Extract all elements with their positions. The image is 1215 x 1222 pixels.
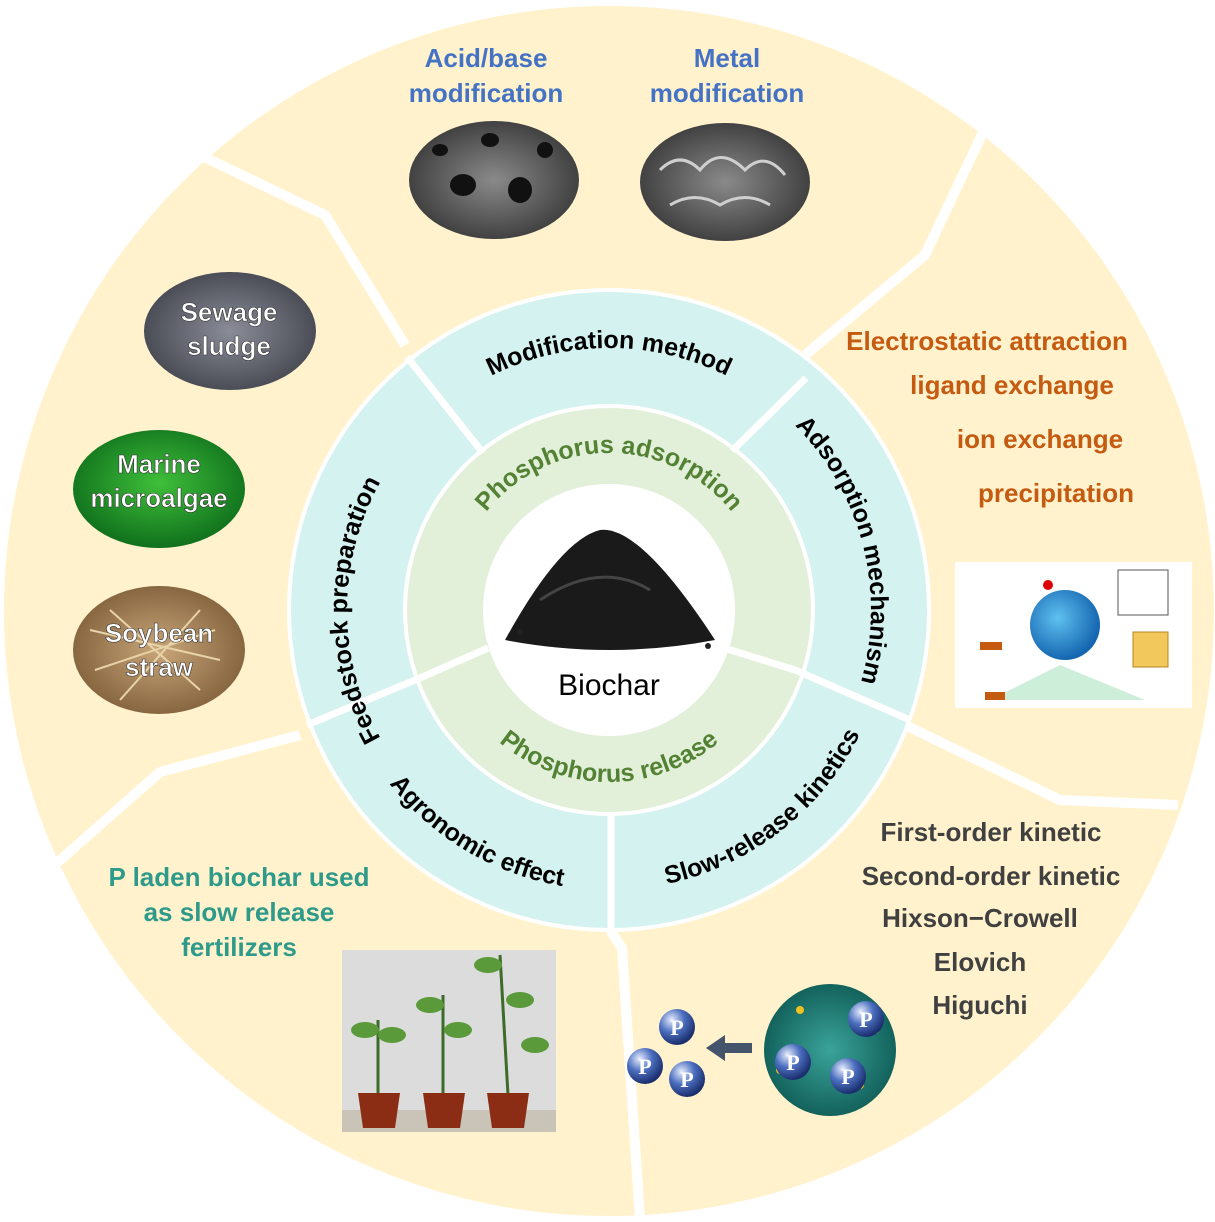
- svg-text:P: P: [859, 1007, 872, 1032]
- biochar-pile-image: [505, 529, 715, 650]
- acid-base-sem-image: [409, 121, 579, 239]
- marine-microalgae-image: [73, 430, 245, 548]
- kinetic-model: Elovich: [934, 947, 1026, 977]
- arrow-left-icon: [706, 1035, 752, 1061]
- svg-text:P: P: [638, 1054, 651, 1079]
- kinetic-model: First-order kinetic: [880, 817, 1101, 847]
- center-label: Biochar: [558, 669, 660, 702]
- svg-text:P: P: [786, 1050, 799, 1075]
- mechanism-item: precipitation: [978, 478, 1134, 508]
- p-release-graphic: P P P P P P: [627, 984, 896, 1116]
- outer-dividers: [54, 125, 1179, 1221]
- metal-sem-image: [640, 123, 810, 241]
- soybean-straw-image: [73, 586, 245, 714]
- mechanism-item: Electrostatic attraction: [846, 326, 1128, 356]
- kinetic-model: Second-order kinetic: [862, 861, 1121, 891]
- mechanism-item: ligand exchange: [910, 370, 1114, 400]
- plant-pots-photo: [342, 950, 556, 1132]
- middle-dividers: [305, 354, 912, 932]
- svg-text:P: P: [670, 1015, 683, 1040]
- svg-text:P: P: [841, 1064, 854, 1089]
- kinetic-model: Hixson−Crowell: [882, 903, 1078, 933]
- sewage-sludge-image: [144, 272, 316, 390]
- kinetic-model: Higuchi: [932, 990, 1027, 1020]
- mechanism-item: ion exchange: [957, 424, 1123, 454]
- adsorption-mechanism-schematic: [955, 562, 1192, 708]
- svg-text:P: P: [680, 1067, 693, 1092]
